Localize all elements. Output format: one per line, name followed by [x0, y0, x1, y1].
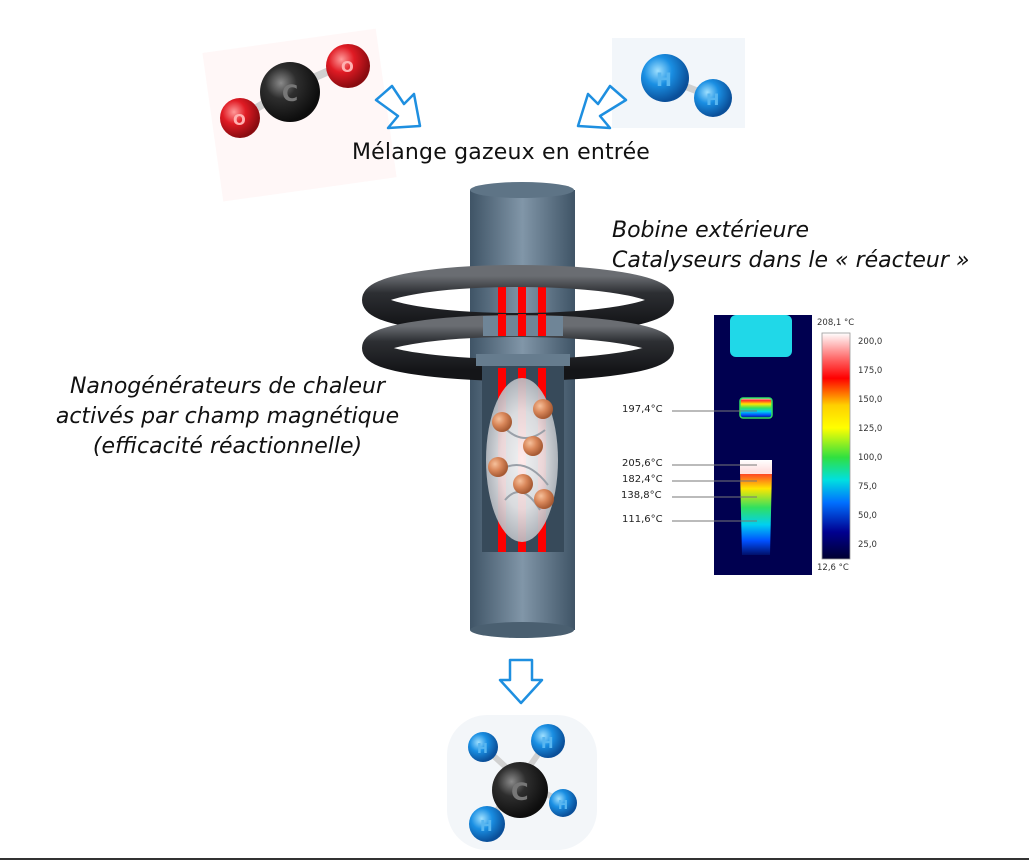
temp-reading: 182,4°C	[622, 474, 663, 485]
nanogenerator-label: Nanogénérateurs de chaleur activés par c…	[30, 372, 425, 462]
scale-tick: 125,0	[858, 424, 883, 434]
hydrogen-atom	[549, 789, 577, 817]
nano-line-1: Nanogénérateurs de chaleur	[69, 374, 386, 399]
thermal-hot-spot	[739, 397, 773, 419]
catalyst-particle	[488, 457, 508, 477]
hydrogen-atom	[694, 79, 732, 117]
catalyst-label: Catalyseurs dans le « réacteur »	[612, 248, 970, 273]
catalyst-particle	[523, 436, 543, 456]
bottom-divider	[0, 858, 1029, 860]
scale-tick: 50,0	[858, 511, 877, 521]
arrow-down-right-icon	[374, 84, 422, 130]
atom-label: O	[341, 58, 354, 76]
nano-line-3: (efficacité réactionnelle)	[92, 434, 363, 459]
heating-stripe	[498, 272, 506, 332]
nano-line-2: activés par champ magnétique	[55, 404, 400, 429]
atom-label: C	[282, 82, 298, 107]
temp-reading: 197,4°C	[622, 404, 663, 415]
temp-reading: 138,8°C	[621, 490, 662, 501]
thermal-hot-column	[740, 460, 772, 555]
hydrogen-atom	[641, 54, 689, 102]
arrow-down-icon	[498, 658, 544, 705]
scale-tick: 25,0	[858, 540, 877, 550]
carbon-atom	[492, 762, 548, 818]
scale-min-label: 12,6 °C	[817, 563, 849, 573]
color-scale-bar	[821, 332, 851, 560]
atom-label: H	[706, 90, 719, 109]
atom-label: H	[541, 734, 554, 752]
scale-tick: 75,0	[858, 482, 877, 492]
catalyst-particle	[534, 489, 554, 509]
temp-reading: 111,6°C	[622, 514, 663, 525]
catalyst-particle	[492, 412, 512, 432]
atom-label: C	[511, 778, 529, 806]
thermal-top-zone	[730, 315, 792, 357]
scale-tick: 100,0	[858, 453, 883, 463]
oxygen-atom	[220, 98, 260, 138]
coil-label: Bobine extérieure	[612, 218, 810, 243]
atom-label: O	[233, 111, 246, 129]
thermal-image	[672, 315, 851, 575]
co2-molecule: C O O	[202, 28, 397, 202]
scale-tick: 175,0	[858, 366, 883, 376]
oxygen-atom	[326, 44, 370, 88]
ch4-molecule: C H H H H	[447, 715, 597, 850]
coil-catalyst-label: Bobine extérieure Catalyseurs dans le « …	[612, 216, 969, 276]
scale-max-label: 208,1 °C	[817, 318, 855, 328]
scale-tick: 150,0	[858, 395, 883, 405]
input-mixture-title: Mélange gazeux en entrée	[352, 140, 651, 165]
h2-molecule: H H	[612, 38, 745, 128]
arrow-down-left-icon	[576, 84, 628, 130]
atom-label: H	[656, 69, 672, 91]
catalyst-chamber	[476, 354, 570, 552]
atom-label: H	[558, 798, 568, 812]
catalyst-particle	[533, 399, 553, 419]
hydrogen-atom	[468, 732, 498, 762]
heating-stripe	[538, 272, 546, 332]
hydrogen-atom	[531, 724, 565, 758]
hydrogen-atom	[469, 806, 505, 842]
atom-label: H	[480, 817, 493, 835]
atom-label: H	[477, 742, 488, 757]
scale-tick: 200,0	[858, 337, 883, 347]
heating-stripe	[518, 272, 526, 332]
temp-reading: 205,6°C	[622, 458, 663, 469]
catalyst-particle	[513, 474, 533, 494]
carbon-atom	[260, 62, 320, 122]
